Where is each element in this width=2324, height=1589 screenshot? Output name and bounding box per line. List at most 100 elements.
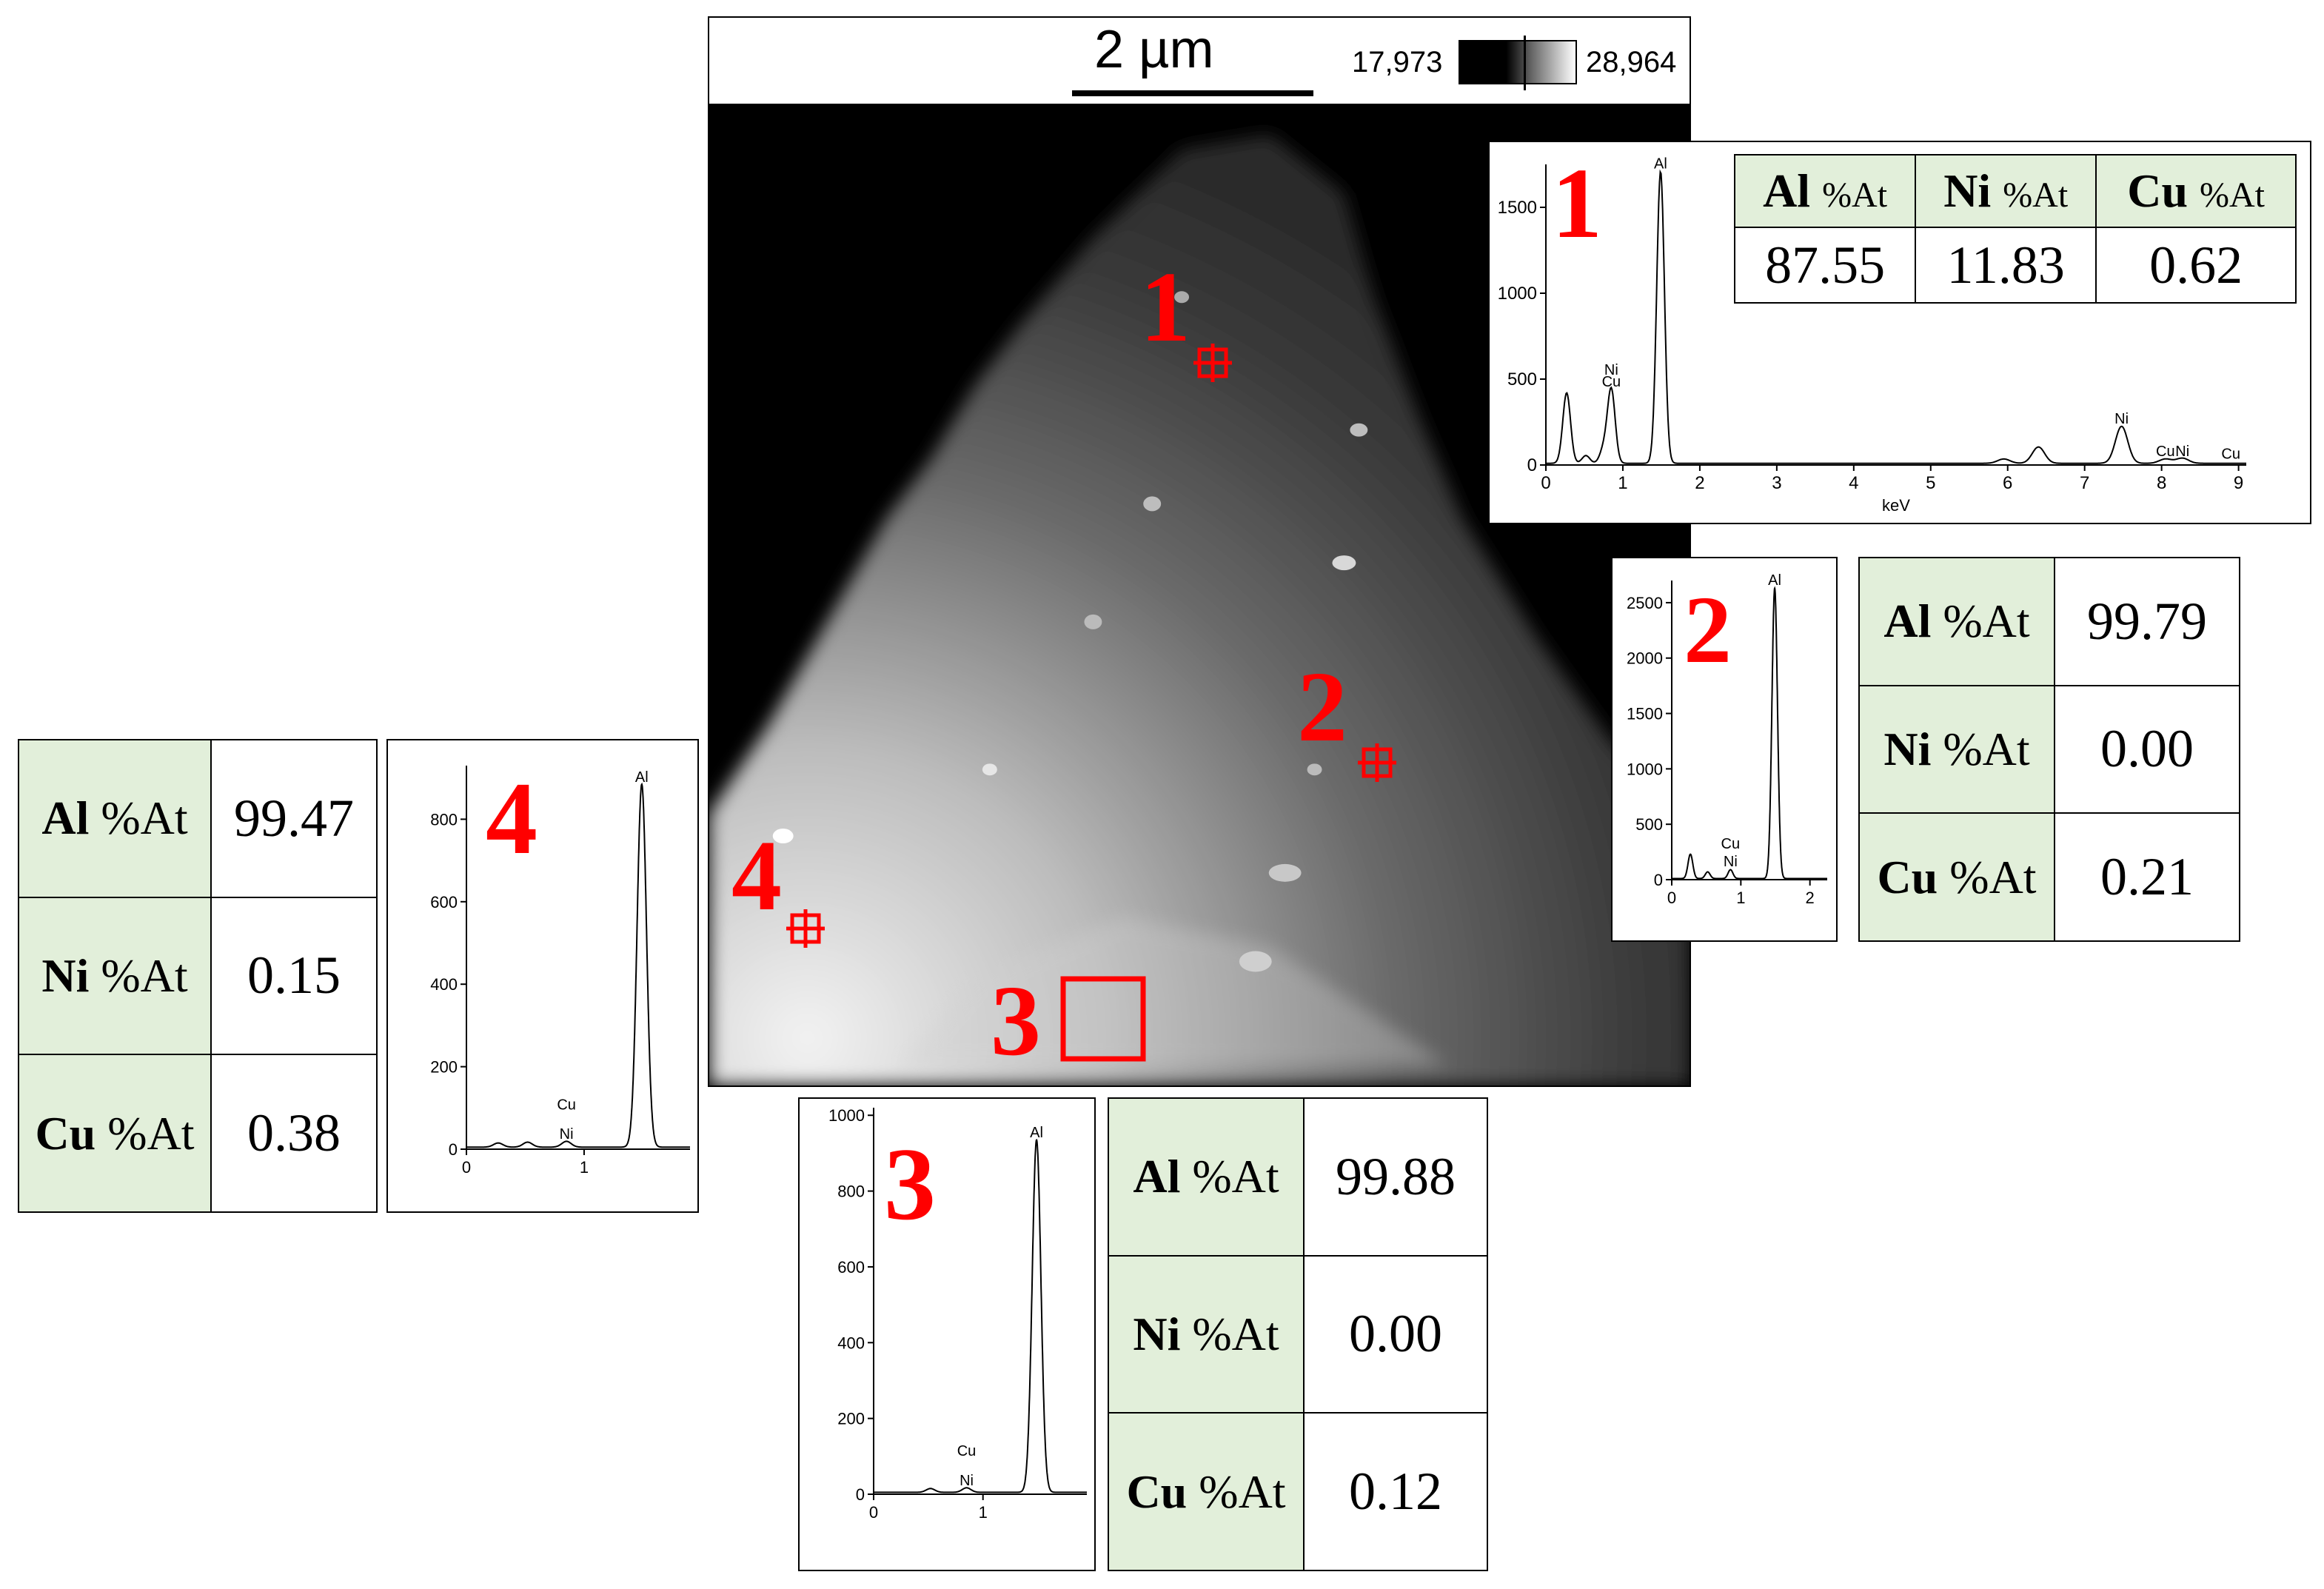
panel-number-3: 3 — [884, 1127, 936, 1232]
y-tick-label: 0 — [1654, 871, 1663, 889]
colorbar-min-label: 17,973 — [1352, 46, 1443, 78]
table4-value-ni: 0.15 — [210, 896, 378, 1056]
x-tick-label: 7 — [2080, 473, 2089, 493]
y-tick-label: 2000 — [1627, 649, 1663, 668]
x-tick-label: 0 — [1667, 889, 1676, 907]
table2-value-al: 99.79 — [2054, 557, 2240, 686]
peak-label: Cu — [957, 1443, 977, 1459]
y-tick-label: 800 — [430, 810, 458, 829]
panel-number-4: 4 — [486, 761, 538, 866]
scale-bar-label: 2 µm — [1094, 20, 1214, 79]
table2-header-ni: Ni %At — [1858, 684, 2055, 814]
y-tick-label: 1000 — [828, 1106, 865, 1125]
peak-label: Cu — [1602, 374, 1621, 390]
y-tick-label: 400 — [430, 975, 458, 994]
micrograph-image — [709, 105, 1690, 1085]
x-tick-label: 2 — [1695, 473, 1704, 493]
x-tick-label: 0 — [462, 1158, 471, 1177]
y-tick-label: 2500 — [1627, 594, 1663, 612]
intensity-colorbar — [1459, 40, 1577, 84]
panel-number-2: 2 — [1684, 577, 1732, 677]
table3-header-al: Al %At — [1108, 1097, 1305, 1257]
y-tick-label: 200 — [430, 1058, 458, 1077]
spectrum-line — [466, 782, 690, 1148]
composition-table-2: Al %At 99.79 Ni %At 0.00 Cu %At 0.21 — [1858, 557, 2240, 942]
x-tick-label: 0 — [869, 1503, 878, 1522]
y-tick-label: 0 — [856, 1485, 865, 1504]
table1-header-cu: Cu %At — [2095, 154, 2297, 228]
x-tick-label: 2 — [1806, 889, 1815, 907]
peak-label: Ni — [1604, 362, 1618, 378]
table4-value-cu: 0.38 — [210, 1054, 378, 1213]
y-tick-label: 400 — [837, 1334, 865, 1352]
peak-label: Al — [635, 769, 649, 786]
peak-label: Al — [1030, 1125, 1043, 1141]
peak-label: Ni — [2114, 411, 2129, 427]
table3-header-ni: Ni %At — [1108, 1254, 1305, 1414]
peak-label: Ni — [960, 1473, 974, 1489]
peak-label: Ni — [1724, 854, 1738, 870]
table3-value-cu: 0.12 — [1303, 1412, 1488, 1571]
peak-label: Ni — [2175, 444, 2189, 460]
x-tick-label: 6 — [2003, 473, 2012, 493]
spectrum-line — [1672, 586, 1827, 880]
peak-label: Cu — [2156, 444, 2175, 460]
colorbar-marker — [1524, 36, 1526, 90]
x-tick-label: 1 — [979, 1503, 988, 1522]
table1-header-ni: Ni %At — [1915, 154, 2097, 228]
y-tick-label: 1500 — [1627, 705, 1663, 723]
table1-value-cu: 0.62 — [2095, 227, 2297, 304]
y-tick-label: 0 — [449, 1140, 458, 1159]
y-tick-label: 600 — [430, 893, 458, 911]
peak-label: Cu — [2221, 446, 2240, 463]
y-tick-label: 0 — [1527, 455, 1537, 475]
table3-value-al: 99.88 — [1303, 1097, 1488, 1257]
peak-label: Al — [1768, 572, 1781, 589]
composition-table-1: Al %At Ni %At Cu %At 87.55 11.83 0.62 — [1733, 154, 2297, 304]
composition-table-4: Al %At 99.47 Ni %At 0.15 Cu %At 0.38 — [18, 739, 378, 1213]
y-tick-label: 200 — [837, 1410, 865, 1428]
y-tick-label: 1000 — [1498, 284, 1537, 304]
x-tick-label: 4 — [1849, 473, 1858, 493]
table2-value-cu: 0.21 — [2054, 812, 2240, 942]
table4-header-ni: Ni %At — [18, 896, 212, 1056]
y-tick-label: 600 — [837, 1258, 865, 1277]
x-tick-label: 1 — [580, 1158, 589, 1177]
x-tick-label: 5 — [1926, 473, 1935, 493]
y-tick-label: 500 — [1507, 369, 1537, 389]
y-tick-label: 1500 — [1498, 198, 1537, 218]
table4-header-al: Al %At — [18, 739, 212, 898]
peak-label: Cu — [1721, 836, 1741, 852]
x-tick-label: 0 — [1541, 473, 1550, 493]
colorbar-max-label: 28,964 — [1586, 46, 1677, 78]
x-tick-label: 1 — [1618, 473, 1627, 493]
micrograph-header: 2 µm 17,973 28,964 — [709, 18, 1690, 105]
table1-value-ni: 11.83 — [1915, 227, 2097, 304]
peak-label: Cu — [557, 1097, 576, 1114]
table1-value-al: 87.55 — [1733, 227, 1917, 304]
table2-value-ni: 0.00 — [2054, 684, 2240, 814]
peak-label: Al — [1654, 156, 1667, 173]
table2-header-al: Al %At — [1858, 557, 2055, 686]
table4-value-al: 99.47 — [210, 739, 378, 898]
spectrum-line — [1546, 169, 2246, 464]
composition-table-3: Al %At 99.88 Ni %At 0.00 Cu %At 0.12 — [1108, 1097, 1488, 1571]
x-tick-label: 8 — [2157, 473, 2166, 493]
peak-label: Ni — [560, 1126, 574, 1143]
x-tick-label: 3 — [1772, 473, 1781, 493]
table1-header-al: Al %At — [1733, 154, 1917, 228]
x-tick-label: 9 — [2234, 473, 2243, 493]
x-axis-label: keV — [1882, 496, 1910, 515]
y-tick-label: 1000 — [1627, 760, 1663, 778]
table2-header-cu: Cu %At — [1858, 812, 2055, 942]
table3-header-cu: Cu %At — [1108, 1412, 1305, 1571]
table4-header-cu: Cu %At — [18, 1054, 212, 1213]
x-tick-label: 1 — [1736, 889, 1745, 907]
scale-bar — [1072, 90, 1313, 96]
